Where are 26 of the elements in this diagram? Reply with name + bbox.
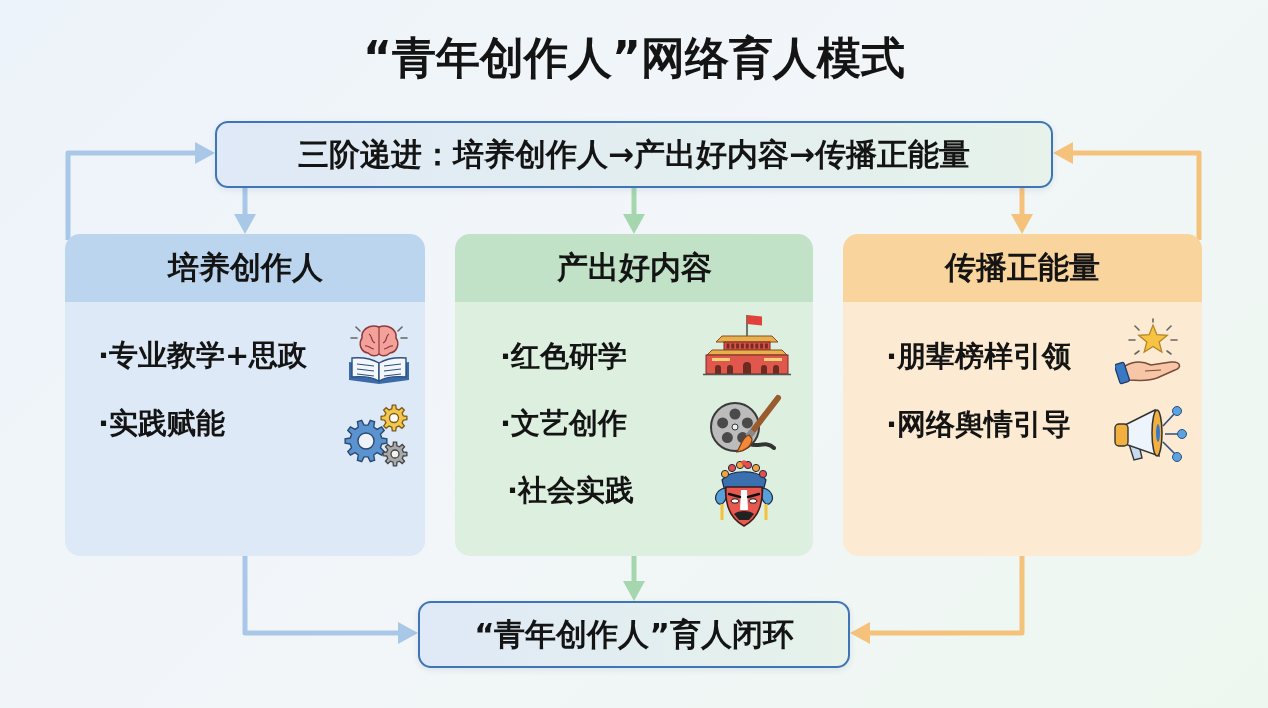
arrow bbox=[234, 188, 256, 234]
arrow bbox=[623, 556, 645, 601]
panel-heading: 传播正能量 bbox=[945, 249, 1100, 287]
arrow bbox=[850, 556, 1025, 644]
bullet-item: ·实践赋能 bbox=[98, 406, 226, 441]
arrow bbox=[1011, 188, 1033, 234]
arrow bbox=[1053, 142, 1202, 240]
panel-heading: 培养创作人 bbox=[167, 249, 323, 287]
result-box bbox=[418, 601, 850, 668]
bullet-item: ·网络舆情引导 bbox=[886, 407, 1072, 442]
category-panel bbox=[65, 234, 425, 556]
bullet-item: ·朋辈榜样引领 bbox=[886, 339, 1072, 374]
bullet-item: ·专业教学+思政 bbox=[98, 338, 308, 373]
bullet-item: ·红色研学 bbox=[500, 339, 628, 374]
panel-heading: 产出好内容 bbox=[556, 249, 712, 287]
category-panel bbox=[843, 234, 1202, 556]
banner-text: 三阶递进：培养创作人→产出好内容→传播正能量 bbox=[298, 135, 970, 174]
arrow bbox=[623, 188, 645, 234]
result-text: “青年创作人”育人闭环 bbox=[474, 615, 794, 654]
category-panel bbox=[455, 234, 813, 556]
arrow bbox=[65, 142, 215, 240]
bullet-item: ·文艺创作 bbox=[500, 406, 628, 441]
bullet-item: ·社会实践 bbox=[507, 473, 635, 508]
diagram-title: “青年创作人”网络育人模式 bbox=[363, 32, 905, 85]
arrow bbox=[242, 556, 418, 644]
stage-banner bbox=[215, 121, 1053, 188]
